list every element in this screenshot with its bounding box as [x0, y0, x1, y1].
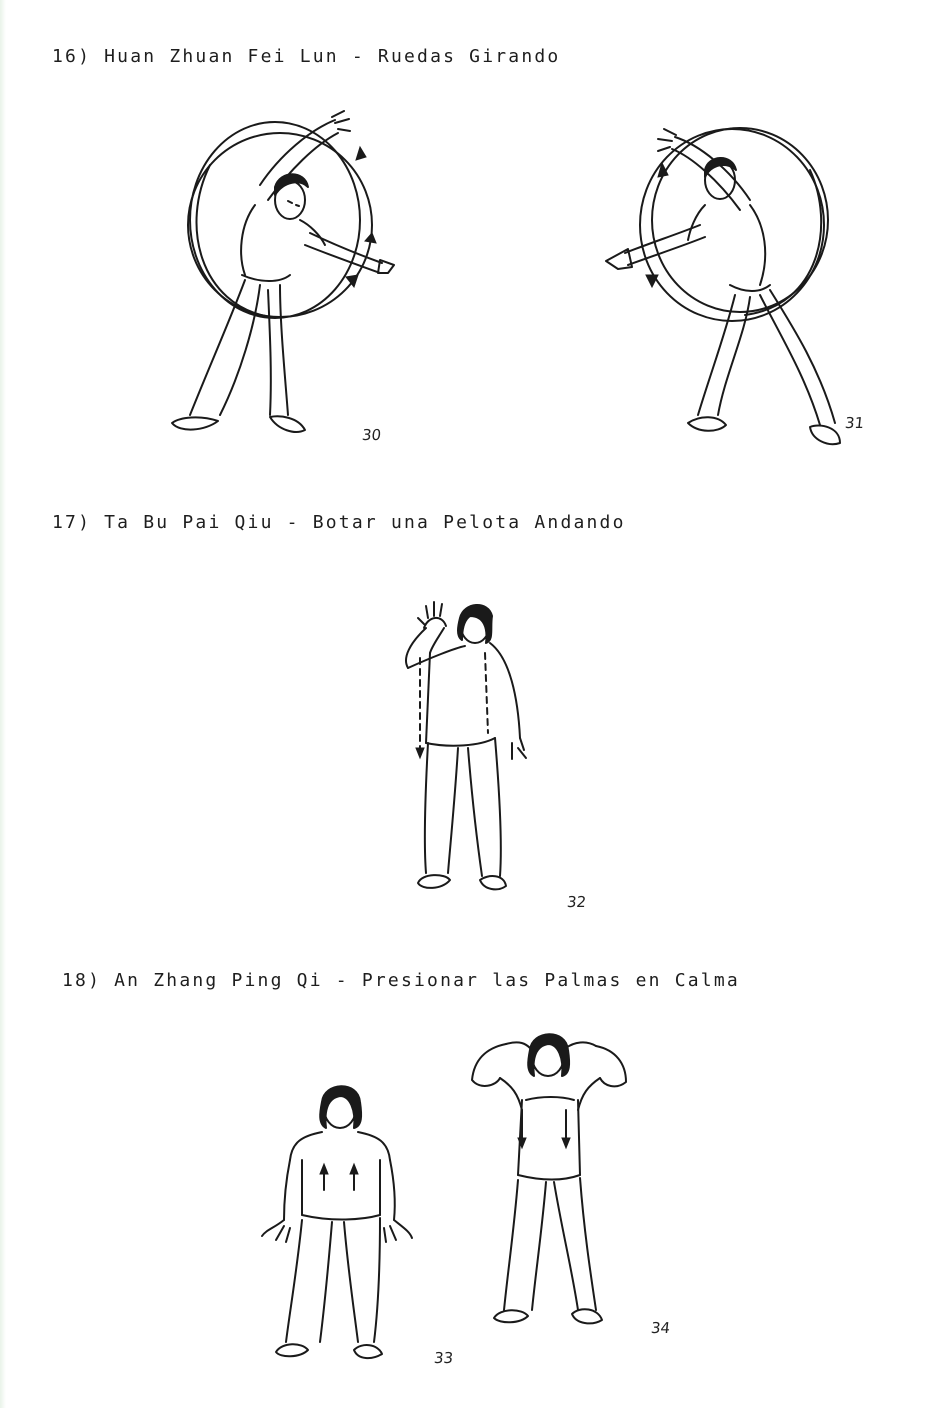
figure-31-number: 31 — [844, 414, 866, 432]
tai-chi-figure-32-icon — [405, 601, 527, 891]
tai-chi-figure-33-icon — [261, 1085, 413, 1360]
tai-chi-figure-30-icon — [171, 110, 395, 433]
figure-34-number: 34 — [650, 1319, 672, 1337]
page-edge — [0, 0, 6, 1408]
tai-chi-figure-31-icon — [605, 127, 841, 446]
tai-chi-figure-34-icon — [471, 1033, 627, 1325]
section-17-heading: 17) Ta Bu Pai Qiu - Botar una Pelota And… — [52, 512, 626, 533]
figure-30-number: 30 — [361, 426, 383, 444]
section-16-heading: 16) Huan Zhuan Fei Lun - Ruedas Girando — [52, 46, 561, 67]
figure-32-number: 32 — [566, 893, 588, 911]
figure-33-number: 33 — [433, 1349, 455, 1367]
section-18-heading: 18) An Zhang Ping Qi - Presionar las Pal… — [62, 970, 740, 991]
